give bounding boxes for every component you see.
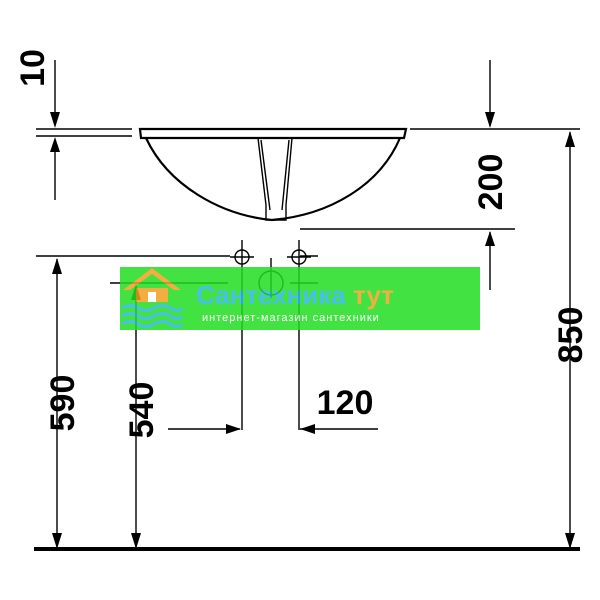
dim-total-height: 850 xyxy=(552,131,590,549)
label-bowl-depth: 200 xyxy=(472,154,510,211)
label-drain-spacing: 120 xyxy=(317,384,374,422)
watermark-background xyxy=(120,267,480,330)
label-outlet-height: 590 xyxy=(44,375,82,432)
dim-outlet-height: 590 xyxy=(44,258,82,549)
basin xyxy=(138,127,408,222)
watermark-title: Сантехника тут xyxy=(196,280,394,310)
house-waves-icon xyxy=(121,268,184,328)
drain-body-inner xyxy=(260,139,290,211)
dim-drain-spacing: 120 xyxy=(168,384,378,434)
basin-bowl xyxy=(145,137,402,222)
watermark: Сантехника тут интернет-магазин сантехни… xyxy=(120,267,480,330)
basin-rim xyxy=(138,127,408,140)
label-drain-height: 540 xyxy=(123,382,161,439)
dim-top-gap: 10 xyxy=(14,49,60,200)
label-total-height: 850 xyxy=(552,307,590,364)
drain-body xyxy=(257,137,293,221)
dim-bowl-depth: 200 xyxy=(472,60,510,290)
label-top-gap: 10 xyxy=(14,49,52,87)
watermark-tagline: интернет-магазин сантехники xyxy=(202,312,380,324)
